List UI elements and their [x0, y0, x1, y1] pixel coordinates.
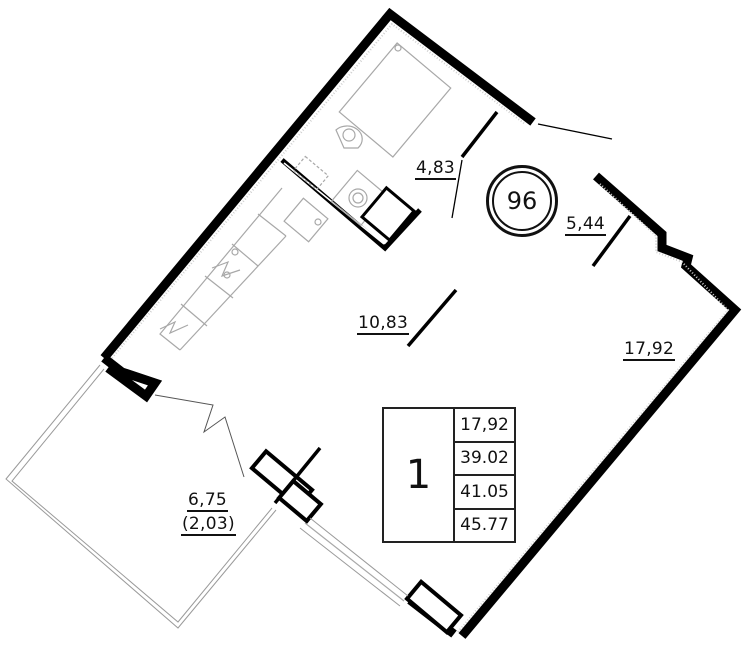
bathroom-walls: [280, 110, 613, 252]
window-south: [299, 517, 409, 607]
total-area-full-value: 45.77: [460, 515, 509, 536]
bathroom-area-label: 4,83: [415, 158, 457, 180]
room-count: 1: [384, 409, 455, 541]
apartment-number: 96: [506, 187, 538, 215]
kitchen-fixtures: [159, 187, 329, 351]
loggia-area-label: 6,75: [187, 490, 229, 512]
hallway-area-label: 5,44: [565, 214, 607, 236]
exterior-walls: [100, 7, 742, 639]
loggia-outline: [5, 364, 277, 629]
loggia-reduced-area-label: (2,03): [181, 514, 236, 536]
living-area-value: 17,92: [455, 409, 514, 443]
apartment-number-badge: 96: [486, 165, 558, 237]
partitions: [273, 214, 632, 505]
area-summary-table: 1 17,92 39.02 41.05 45.77: [382, 407, 516, 543]
bathroom-fixtures: [292, 42, 452, 243]
living-room-area-label: 17,92: [623, 339, 676, 361]
total-area-reduced-value: 41.05: [455, 476, 514, 510]
total-area-no-loggia-value: 39.02: [455, 443, 514, 476]
kitchen-area-label: 10,83: [357, 313, 410, 335]
